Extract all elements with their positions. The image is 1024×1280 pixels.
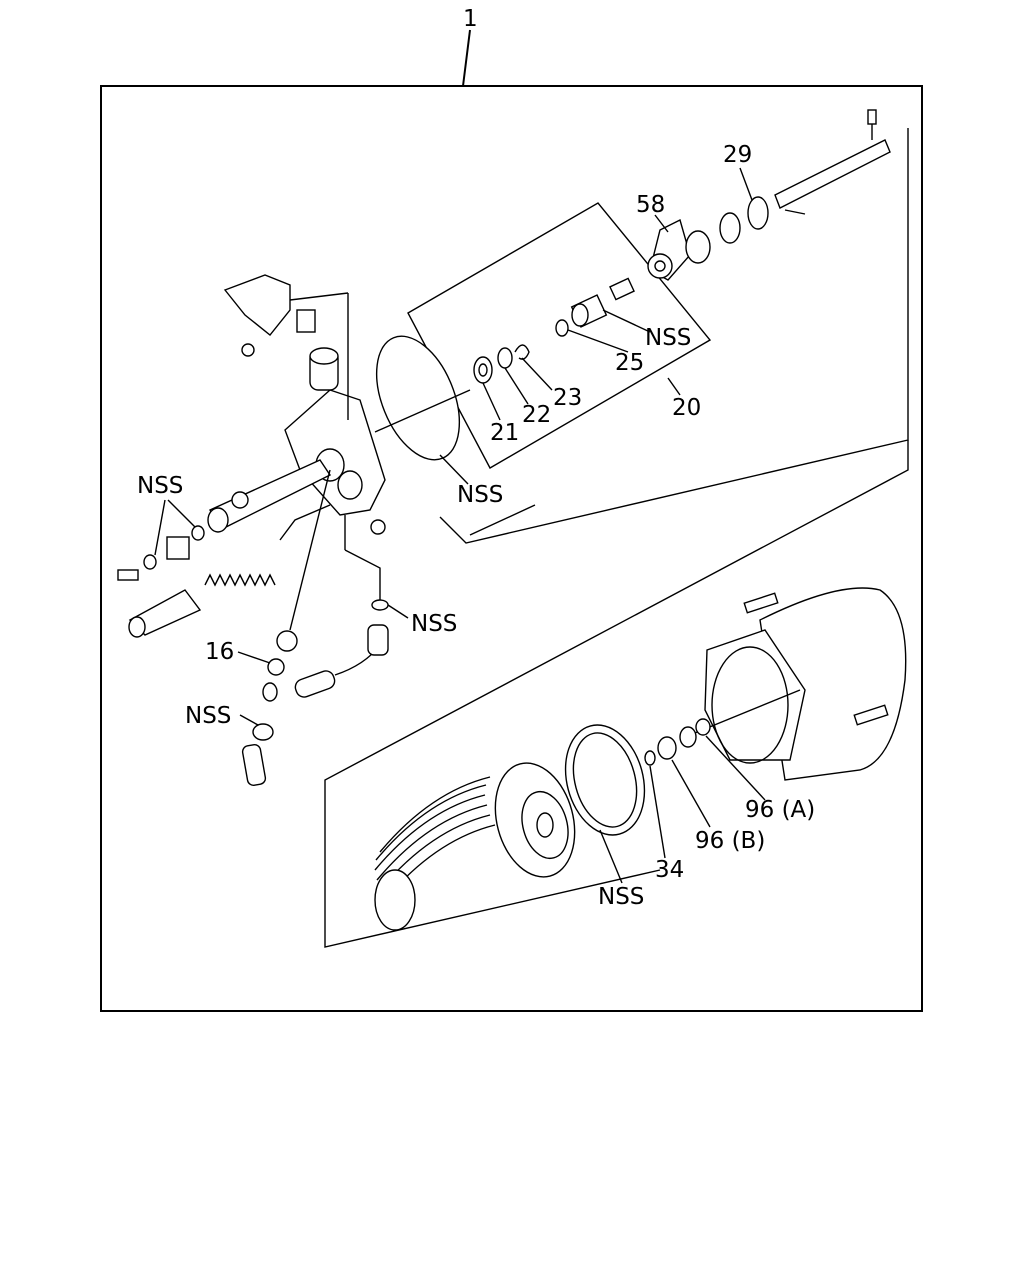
leader-nss-oring xyxy=(439,454,469,485)
shaft-assembly-boundary xyxy=(439,128,909,544)
valve-sleeve xyxy=(207,459,332,533)
leader-23 xyxy=(521,357,553,391)
bolt-top xyxy=(743,592,779,614)
leader-nss-piston xyxy=(599,829,623,884)
label-nss-right: NSS xyxy=(411,611,457,637)
part-58-seal xyxy=(647,218,691,281)
assembly-frame xyxy=(100,85,923,1012)
axis-line xyxy=(374,389,471,433)
label-29: 29 xyxy=(723,142,752,168)
leader-96a xyxy=(705,735,766,801)
nut-right xyxy=(370,519,386,535)
label-96b: 96 (B) xyxy=(695,828,765,854)
leader-nss-lower xyxy=(239,714,259,726)
plug-part xyxy=(128,589,202,638)
seal-o-ring xyxy=(685,230,711,264)
leader-nss-left-b xyxy=(167,499,196,528)
leader-29 xyxy=(739,167,753,201)
washer-left-1 xyxy=(191,525,205,541)
pipe-fitting xyxy=(294,624,389,698)
label-25: 25 xyxy=(615,350,644,376)
washer-part xyxy=(719,212,741,244)
label-nss-spool: NSS xyxy=(645,325,691,351)
label-16: 16 xyxy=(205,639,234,665)
large-o-ring xyxy=(375,335,461,461)
spring-part xyxy=(204,573,276,587)
valve-body xyxy=(284,347,386,516)
label-nss-left: NSS xyxy=(137,473,183,499)
spool-part xyxy=(570,277,635,328)
part-96a-washer xyxy=(679,726,697,748)
label-58: 58 xyxy=(636,192,665,218)
label-20: 20 xyxy=(672,395,701,421)
part-16-ring xyxy=(276,630,298,652)
label-96a: 96 (A) xyxy=(745,797,815,823)
pin-part xyxy=(469,504,536,536)
piston-seal-inner xyxy=(572,732,638,828)
label-23: 23 xyxy=(553,385,582,411)
bracket-part xyxy=(223,274,316,336)
part-21-seal-inner xyxy=(478,363,488,377)
leader-1 xyxy=(462,29,471,87)
leader-96b xyxy=(671,759,711,828)
fitting-lower xyxy=(241,743,267,787)
lower-o-ring xyxy=(252,723,274,741)
cylinder-housing xyxy=(704,587,907,781)
part-29-snap-ring xyxy=(747,196,769,230)
subassembly-20-boundary xyxy=(407,202,712,469)
line-to-washer xyxy=(344,549,381,600)
leader-34 xyxy=(649,765,666,859)
body-to-16-line xyxy=(289,469,331,631)
sleeve-leader xyxy=(279,504,331,541)
washer-left-2 xyxy=(143,554,157,570)
bolt-right xyxy=(853,704,889,726)
bolt-left xyxy=(117,569,139,581)
label-1: 1 xyxy=(463,6,478,32)
part-96b-washer xyxy=(657,736,677,760)
leader-58 xyxy=(654,214,669,233)
part-25-ring xyxy=(555,319,569,337)
part-16-nut xyxy=(267,658,285,676)
label-nss-piston: NSS xyxy=(598,884,644,910)
label-22: 22 xyxy=(522,402,551,428)
piston-seal xyxy=(564,724,646,836)
lower-assembly-boundary xyxy=(324,440,909,948)
part-96a-nut xyxy=(695,718,711,736)
label-21: 21 xyxy=(490,420,519,446)
leader-21 xyxy=(482,382,501,421)
nut-top xyxy=(241,343,255,357)
label-nss-oring: NSS xyxy=(457,482,503,508)
return-spring xyxy=(374,776,496,931)
bracket-line xyxy=(289,292,349,301)
washer-right xyxy=(371,599,389,611)
piston-part xyxy=(494,762,576,878)
label-nss-lower: NSS xyxy=(185,703,231,729)
part-23-clip xyxy=(514,344,530,360)
leader-20 xyxy=(667,377,681,396)
lock-plate xyxy=(166,536,190,560)
small-spring xyxy=(262,682,278,702)
label-34: 34 xyxy=(655,857,684,883)
leader-16 xyxy=(237,651,271,664)
leader-25 xyxy=(567,329,629,353)
leader-22 xyxy=(504,367,529,405)
part-21-seal xyxy=(473,356,493,384)
leader-nss-left-a xyxy=(154,499,166,556)
shaft-part xyxy=(774,109,891,215)
part-34-ring xyxy=(644,750,656,766)
leader-nss-right xyxy=(387,604,409,619)
part-22-washer xyxy=(497,347,513,369)
leader-nss-spool xyxy=(602,309,651,333)
